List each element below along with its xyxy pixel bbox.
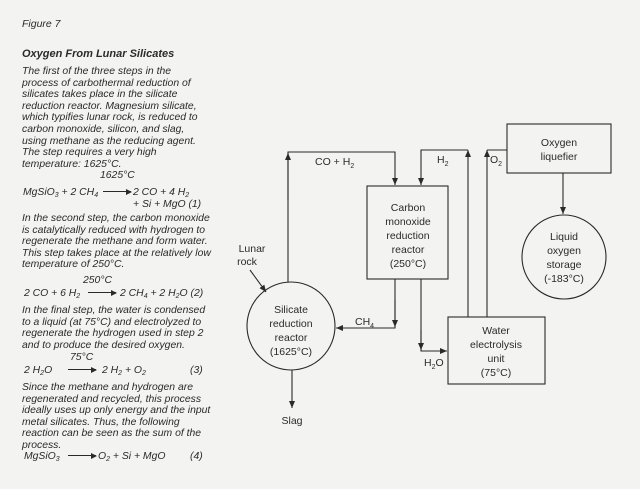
text-line: ideally uses up only energy and the inpu… [22, 405, 211, 417]
flow-h2-label: H2 [437, 154, 449, 168]
text-line: process of carbothermal reduction of [22, 77, 191, 89]
eq-term: + 2 H [147, 288, 176, 299]
flow-o2-label: O2 [490, 154, 502, 168]
eq-term: O (2) [179, 288, 204, 299]
equation-4: MgSiO3 O2 + Si + MgO (4) [22, 451, 227, 479]
figure-label: Figure 7 [22, 18, 61, 30]
eq-condition: 1625°C [100, 170, 135, 181]
flow-h2-arrow [418, 149, 468, 185]
text-line: silicates takes place in the silicate [22, 89, 178, 101]
eq-sub: 2 [175, 293, 180, 300]
text-line: In the final step, the water is condense… [22, 305, 206, 316]
reaction-arrow [68, 366, 97, 373]
equation-1: 1625°C MgSiO3 + 2 CH4 2 CO + 4 H2 + Si +… [22, 170, 227, 210]
paragraph-4: Since the methane and hydrogen are regen… [22, 382, 210, 452]
eq-sub: 2 [40, 370, 45, 377]
text-line: process. [22, 439, 62, 451]
equation-2: 250°C 2 CO + 6 H2 2 CH4 + 2 H2O (2) [22, 275, 227, 303]
eq-number: (4) [190, 451, 203, 462]
text-line: and to produce the desired oxygen. [22, 339, 185, 351]
text-line: reaction can be seen as the sum of the [22, 428, 202, 440]
flow-ch4-arrow [336, 279, 396, 331]
liquefier-node [506, 123, 612, 174]
heading: Oxygen From Lunar Silicates [22, 48, 175, 60]
flow-co-h2-label: CO + H2 [315, 156, 354, 170]
text-line: using methane as the reducing agent. [22, 135, 196, 147]
eq-term: 2 H [102, 365, 119, 376]
text-line: temperature: 1625°C. [22, 158, 122, 170]
eq-condition: 250°C [83, 275, 112, 286]
text-line: metal silicates. Thus, the following [22, 416, 180, 428]
eq-term: O [98, 451, 107, 462]
text-line: regenerate the hydrogen used in step 2 [22, 328, 204, 340]
eq-sub: 4 [94, 192, 99, 199]
text-line: The step requires a very high [22, 147, 157, 159]
text-line: carbon monoxide, silicon, and slag, [22, 123, 185, 135]
eq-number: (3) [190, 365, 203, 376]
text-line: is catalytically reduced with hydrogen t… [22, 224, 206, 236]
eq-sub: 2 [185, 192, 190, 199]
text-line: regenerated and recycled, this process [22, 393, 202, 405]
eq-term: 2 H [24, 365, 41, 376]
eq-term: MgSiO [23, 187, 55, 198]
paragraph-3: In the final step, the water is condense… [22, 305, 205, 351]
eq-term: + Si + MgO [110, 451, 166, 462]
eq-condition: 75°C [70, 352, 94, 363]
eq-term: + Si + MgO (1) [133, 199, 202, 210]
reaction-arrow [68, 452, 97, 459]
flow-h2o-arrow [420, 279, 447, 354]
eq-sub: 3 [54, 192, 59, 199]
eq-term: MgSiO [24, 451, 56, 462]
eq-sub: 3 [55, 456, 60, 463]
text-line: reduction reactor. Magnesium silicate, [22, 100, 197, 112]
flow-h2o-label: H2O [424, 357, 444, 371]
reaction-arrow [88, 289, 117, 296]
paragraph-1: The first of the three steps in the proc… [22, 66, 198, 170]
flow-ch4-label: CH4 [355, 316, 374, 330]
eq-sub: 2 [142, 370, 146, 377]
eq-term: + O [122, 365, 143, 376]
eq-term: + 2 CH [58, 187, 95, 198]
equation-3: 75°C 2 H2O 2 H2 + O2 (3) [22, 352, 227, 380]
slag-label: Slag [281, 415, 302, 427]
text-line: Since the methane and hydrogen are [22, 382, 193, 393]
eq-term: 2 CH [120, 288, 144, 299]
text-line: This step takes place at the relatively … [22, 247, 211, 259]
text-line: The first of the three steps in the [22, 66, 172, 77]
text-line: which typifies lunar rock, is reduced to [22, 112, 198, 124]
text-line: temperature of 250°C. [22, 259, 125, 271]
eq-sub: 2 [106, 456, 110, 463]
flow-co-h2-arrow [287, 151, 398, 282]
text-line: In the second step, the carbon monoxide [22, 213, 210, 224]
eq-sub: 4 [143, 293, 148, 300]
text-line: regenerate the methane and form water. [22, 236, 208, 248]
flow-lunar-rock-arrow [249, 269, 267, 293]
eq-sub: 2 [76, 293, 81, 300]
eq-term: 2 CO + 4 H [133, 187, 186, 198]
co-reactor-node [366, 185, 449, 280]
paragraph-2: In the second step, the carbon monoxide … [22, 213, 211, 271]
electrolysis-node [447, 316, 546, 385]
eq-term: O [44, 365, 53, 376]
eq-sub: 2 [118, 370, 123, 377]
text-line: to a liquid (at 75°C) and electrolyzed t… [22, 316, 202, 328]
silicate-reactor-node [246, 281, 336, 371]
eq-term: 2 CO + 6 H [24, 288, 77, 299]
reaction-arrow [103, 188, 132, 195]
storage-node [521, 214, 607, 300]
